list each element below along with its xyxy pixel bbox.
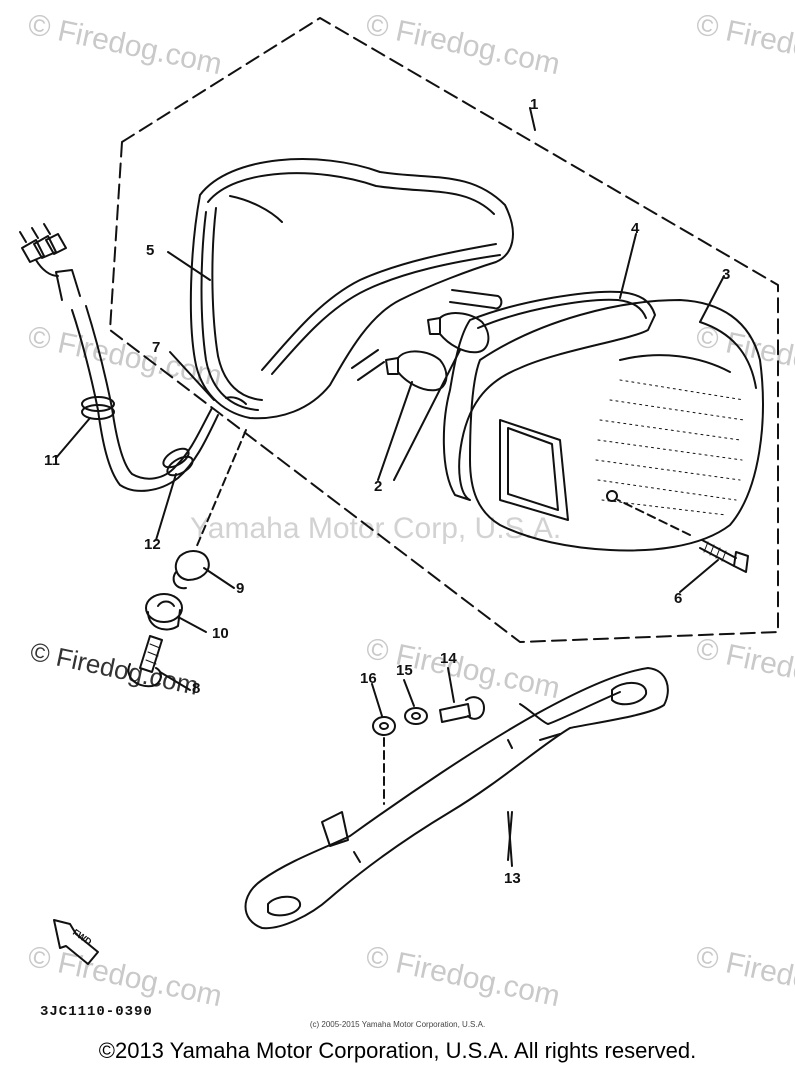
lens — [469, 299, 764, 552]
callout-1: 1 — [530, 96, 539, 113]
corp-watermark: Yamaha Motor Corp, U.S.A. — [190, 512, 562, 545]
grommet — [81, 396, 115, 412]
small-copyright: (c) 2005-2015 Yamaha Motor Corporation, … — [309, 1020, 486, 1029]
grommet — [162, 447, 190, 469]
callout-10: 10 — [212, 625, 229, 642]
callout-3: 3 — [722, 266, 731, 283]
nut — [174, 550, 210, 581]
copyright-footer: ©2013 Yamaha Motor Corporation, U.S.A. A… — [98, 1038, 697, 1063]
callout-5: 5 — [146, 242, 155, 259]
callout-8: 8 — [192, 680, 201, 697]
callout-13: 13 — [504, 870, 521, 887]
diagram-code: 3JC1110-0390 — [40, 1004, 153, 1020]
callout-16: 16 — [360, 670, 377, 687]
bolt — [139, 635, 163, 673]
callout-2: 2 — [374, 478, 383, 495]
license-bracket — [244, 667, 669, 930]
callout-12: 12 — [144, 536, 161, 553]
fwd-arrow — [53, 919, 99, 965]
bolt-14 — [439, 703, 471, 723]
bulb — [439, 312, 490, 354]
assembly-bracket — [109, 17, 779, 643]
callout-11: 11 — [44, 452, 60, 469]
wire-sleeve — [55, 269, 81, 301]
rubber-grommet — [145, 593, 183, 623]
wire — [71, 309, 219, 492]
callout-6: 6 — [674, 590, 683, 607]
plain-washer — [372, 716, 396, 736]
callout-9: 9 — [236, 580, 245, 597]
lock-washer — [404, 707, 428, 725]
callout-7: 7 — [152, 339, 161, 356]
gasket — [442, 290, 656, 501]
housing — [189, 158, 514, 420]
callout-14: 14 — [440, 650, 457, 667]
reflector — [499, 419, 569, 521]
callout-4: 4 — [631, 220, 640, 237]
callout-15: 15 — [396, 662, 413, 679]
bulb — [397, 350, 448, 392]
